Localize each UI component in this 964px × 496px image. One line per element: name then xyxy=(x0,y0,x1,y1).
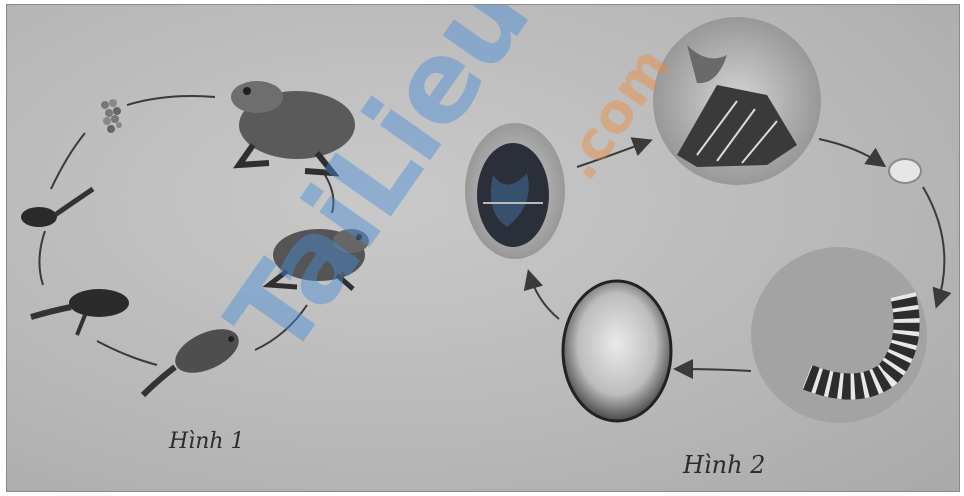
cycle-arrow xyxy=(51,133,85,189)
cycle-arrow xyxy=(923,187,944,305)
pupa-image xyxy=(563,281,671,421)
tadpole-with-legs-image xyxy=(31,289,129,335)
cycle-arrow xyxy=(325,175,333,213)
cycle-arrow xyxy=(677,369,751,371)
frog-eggs-image xyxy=(101,99,122,133)
cycle-arrow xyxy=(127,96,215,105)
figure-1-caption: Hình 1 xyxy=(169,429,245,454)
cycle-arrow xyxy=(819,139,883,165)
tadpole-image xyxy=(21,189,93,227)
adult-butterfly-image xyxy=(653,17,821,185)
cycle-arrow xyxy=(39,231,45,285)
cycle-arrow xyxy=(255,305,307,350)
illustration xyxy=(7,5,959,491)
adult-frog-image xyxy=(231,81,355,173)
frog-life-cycle xyxy=(21,81,369,395)
young-frog-image xyxy=(269,229,369,289)
cycle-arrow xyxy=(529,273,559,319)
cycle-arrow xyxy=(97,341,157,365)
caterpillar-image xyxy=(751,247,927,425)
life-cycle-photo: Hình 1 Hình 2 TaiLieu .com xyxy=(6,4,960,492)
figure-2-caption: Hình 2 xyxy=(683,451,765,479)
butterfly-egg-image xyxy=(889,159,921,183)
emerging-butterfly-image xyxy=(465,123,565,259)
butterfly-life-cycle xyxy=(465,17,944,425)
froglet-image xyxy=(143,320,245,395)
cycle-arrow xyxy=(577,141,649,167)
